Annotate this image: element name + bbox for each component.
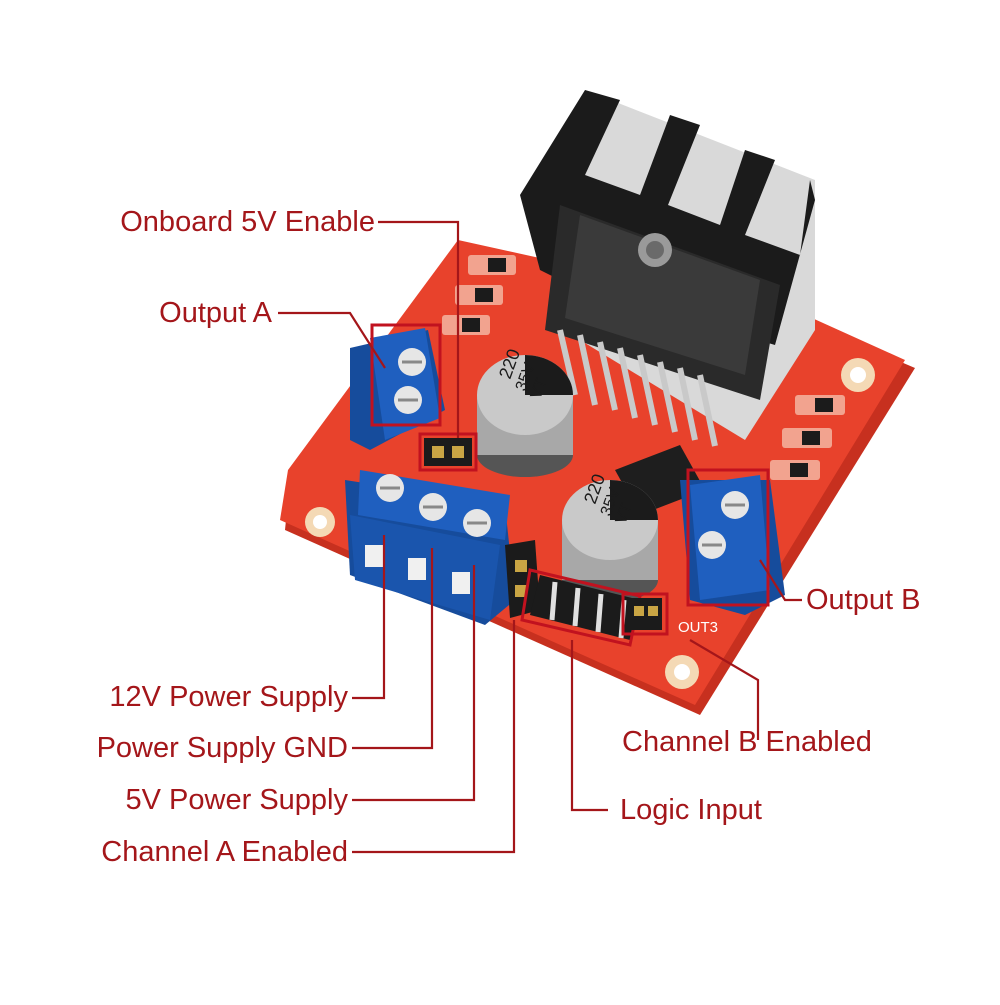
label-5v-power-supply: 5V Power Supply [125,784,348,816]
capacitor-top-series: VT [528,376,551,401]
label-12v-power-supply: 12V Power Supply [109,681,348,713]
capacitor-top: 220 35V VT [477,346,573,477]
silk-out3: OUT3 [678,619,718,636]
terminal-output-a [350,323,445,450]
label-logic-input: Logic Input [620,794,762,826]
terminal-output-b: OUT3 [678,468,785,636]
diode-row-right [770,395,845,480]
label-output-a: Output A [159,297,272,329]
heatsink [520,90,815,440]
jumper-channel-b [621,592,669,636]
label-onboard-5v-enable: Onboard 5V Enable [120,206,375,238]
mounting-hole-icon [305,507,335,537]
diode-row-left [442,255,516,335]
label-power-supply-gnd: Power Supply GND [96,732,348,764]
mounting-hole-icon [665,655,699,689]
jumper-5v-enable [418,432,478,472]
chip-pins [557,329,718,447]
mounting-hole-icon [841,358,875,392]
leader-lines [278,220,802,854]
label-output-b: Output B [806,584,921,616]
jumper-channel-a [505,540,540,618]
label-channel-b-enabled: Channel B Enabled [622,726,872,758]
terminal-power [345,470,515,625]
label-channel-a-enabled: Channel A Enabled [101,836,348,868]
capacitor-bottom-series: VT [613,501,636,526]
